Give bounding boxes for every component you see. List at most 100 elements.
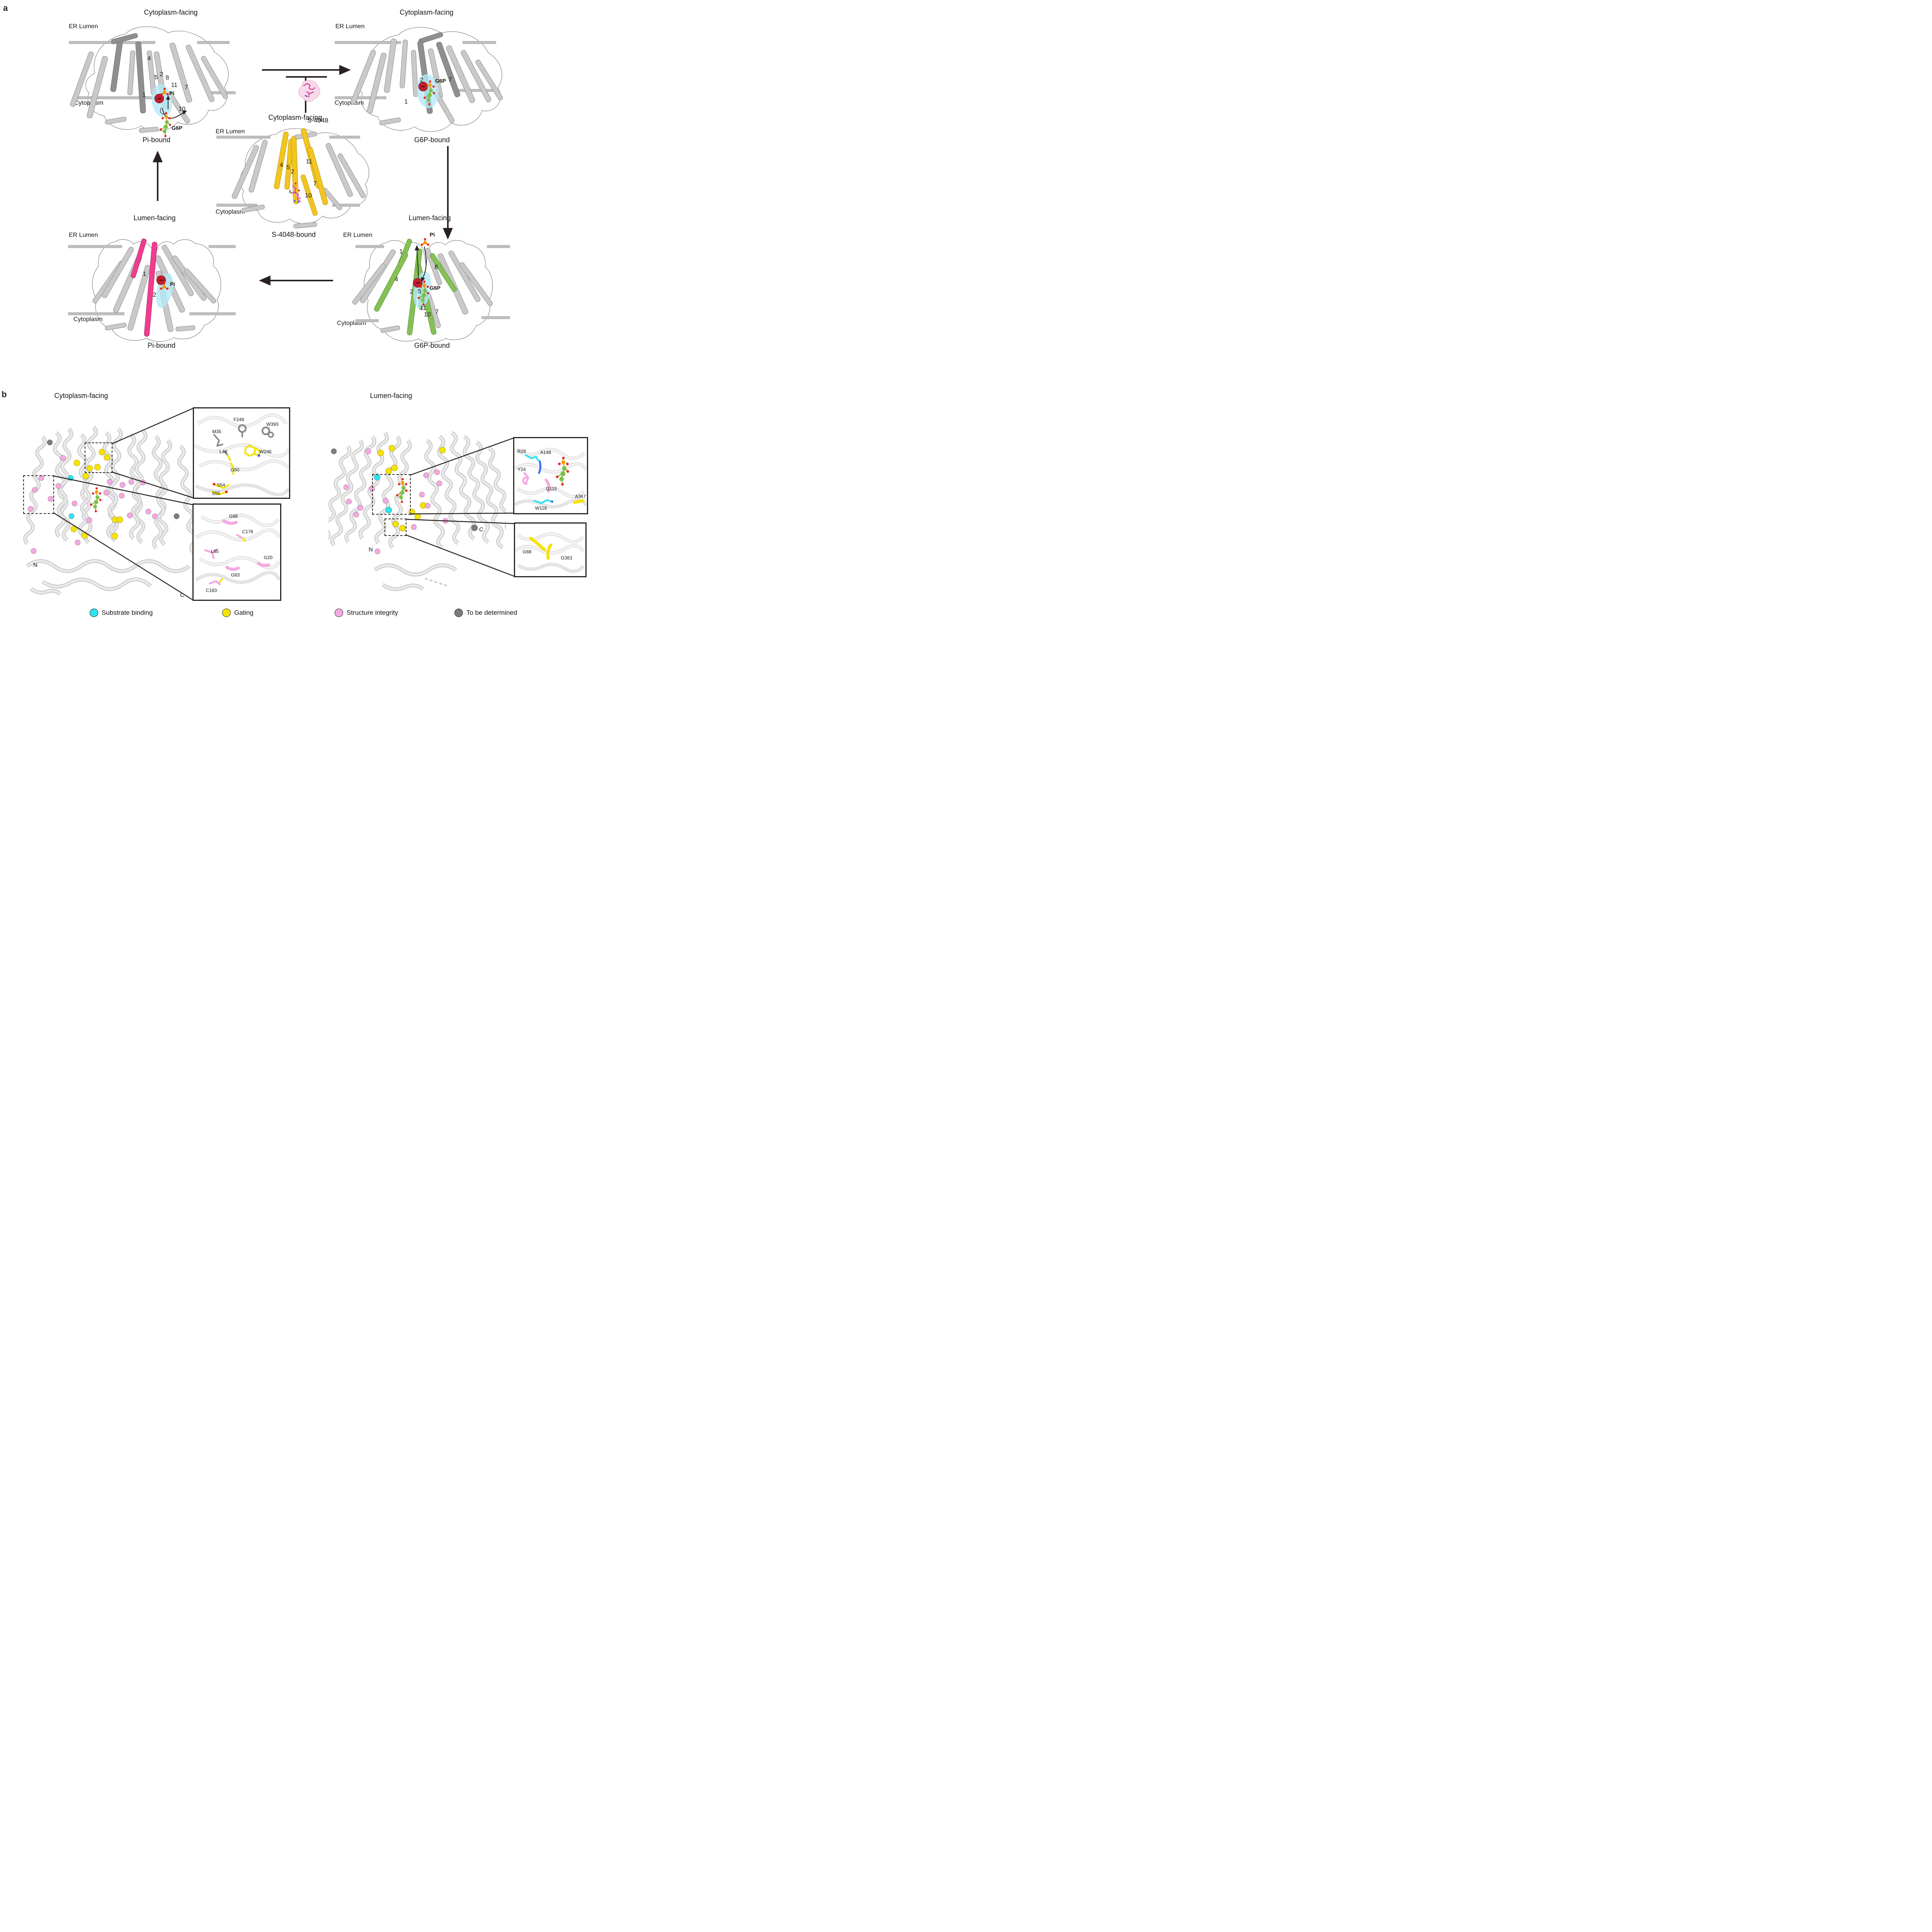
legend-label: Substrate binding	[102, 609, 153, 616]
residue-label: L49	[219, 449, 227, 454]
pi-path-arrow	[422, 246, 427, 279]
residue-label: G83	[231, 572, 240, 578]
panel-a-label: a	[3, 3, 8, 13]
residue-sticks	[529, 537, 552, 560]
state-tl-structure: 4 5 2 8 11 7 1 10 Pi G6P	[69, 26, 236, 138]
inset-coils	[194, 413, 289, 497]
pi-molecule	[420, 237, 430, 247]
figure-page: a b Cytoplasm-facing Cytoplasm-facing Cy…	[0, 0, 590, 618]
residue-sticks	[211, 424, 274, 495]
residue-label: S54	[217, 482, 225, 488]
s4048-ligand	[289, 182, 301, 203]
c-terminus-label: C	[180, 592, 184, 599]
g6p-molecule	[90, 487, 102, 513]
helix-number: 1	[405, 99, 408, 105]
cycle-arrow-left-head	[153, 151, 163, 162]
helix-number: 7	[313, 180, 317, 187]
structure-integrity-swatch-icon	[335, 609, 343, 617]
protein-outline	[85, 26, 229, 131]
inset-left-bottom-art: G88 C176 L85 G83 G20 C183	[195, 513, 280, 593]
er-lumen-label-bl: ER Lumen	[69, 232, 98, 238]
helix-number: 8	[166, 75, 169, 81]
cytoplasm-label-mid: Cytoplasm	[216, 209, 245, 215]
state-tr-structure: 1 2 7 G6P	[335, 27, 503, 132]
pi-label: Pi	[169, 90, 174, 96]
cycle-arrow-bottom-head	[259, 276, 270, 286]
inset-left-top-art: F249 W393 M35 L49 W246 G50 S54 S55	[194, 413, 289, 497]
helix-number: 11	[306, 158, 313, 165]
cytoplasm-label-tr: Cytoplasm	[335, 100, 364, 106]
g6p-label: G6P	[435, 78, 446, 84]
helix-number: 10	[424, 311, 431, 318]
residue-label: A367	[575, 494, 586, 499]
inset-coils	[514, 447, 587, 509]
inset-left-top: F249 W393 M35 L49 W246 G50 S54 S55	[193, 407, 290, 499]
residue-label: W246	[259, 449, 272, 454]
g6p-label: G6P	[430, 285, 440, 291]
cytoplasm-label-bl: Cytoplasm	[73, 316, 103, 323]
protein-outline	[359, 27, 502, 132]
membrane-bars	[335, 41, 496, 99]
zoom-box-right-bottom	[384, 519, 406, 536]
helix-number: 8	[435, 264, 438, 270]
state-br-structure: 1 8 4 2 5 11 10 7 Pi G6P	[352, 231, 510, 343]
state-br-title: Lumen-facing	[408, 214, 451, 222]
helix-number: 1	[143, 271, 146, 277]
gating-swatch-icon	[222, 609, 231, 617]
n-terminus-label: N	[369, 546, 373, 553]
to-be-determined-swatch-icon	[454, 609, 463, 617]
panelb-right-title: Lumen-facing	[370, 392, 412, 400]
residue-label: C183	[206, 588, 217, 593]
legend-label: Structure integrity	[347, 609, 398, 616]
helix-number: 2	[160, 71, 163, 78]
er-lumen-label-tl: ER Lumen	[69, 23, 98, 30]
residue-label: S55	[212, 491, 220, 496]
helix-number: 4	[280, 162, 283, 168]
state-mid-caption: S-4048-bound	[271, 231, 316, 238]
residue-label: A148	[540, 450, 551, 455]
helix-number: 10	[179, 106, 185, 112]
zoom-box-right-top	[372, 474, 411, 515]
state-tl-caption: Pi-bound	[142, 136, 171, 144]
s4048-molecule-blob	[298, 80, 320, 102]
helix-number: 11	[420, 305, 427, 311]
inset-right-bottom: G68 G363	[514, 522, 587, 577]
s4048-label: S-4048	[307, 117, 328, 124]
ribbon-strands	[328, 432, 506, 591]
residue-label: G115	[546, 486, 557, 492]
legend-structure-integrity: Structure integrity	[335, 609, 398, 617]
state-tl-title: Cytoplasm-facing	[144, 9, 198, 16]
residue-label: F249	[233, 417, 244, 422]
helix-number: 10	[305, 192, 312, 199]
helix-number: 2	[420, 77, 423, 83]
state-mid-structure: 4 5 2 11 7 10	[216, 128, 369, 229]
helix-number: 7	[435, 309, 439, 315]
pi-release-arrow	[417, 249, 419, 282]
residue-label: G20	[264, 555, 273, 560]
residue-sticks	[522, 454, 585, 504]
legend-label: To be determined	[466, 609, 517, 616]
inset-coils	[515, 532, 585, 573]
residue-label: C176	[242, 529, 253, 534]
state-tr-caption: G6P-bound	[414, 136, 450, 144]
helix-number: 11	[171, 82, 178, 88]
residue-label: G50	[231, 467, 240, 473]
state-bl-title: Lumen-facing	[133, 214, 176, 222]
state-mid-title: Cytoplasm-facing	[268, 114, 322, 121]
g6p-leader-line	[160, 107, 166, 115]
panel-b-label: b	[2, 389, 7, 399]
residue-label: R28	[517, 449, 526, 454]
substrate-binding-swatch-icon	[90, 609, 98, 617]
zoom-box-left-top	[85, 442, 112, 473]
residue-label: G68	[523, 549, 532, 554]
state-br-caption: G6P-bound	[414, 342, 450, 349]
membrane-bars	[68, 245, 236, 315]
er-lumen-label-mid: ER Lumen	[216, 128, 245, 135]
er-lumen-label-tr: ER Lumen	[335, 23, 365, 30]
helix-number: 4	[395, 276, 398, 283]
residue-label: M35	[212, 429, 221, 434]
residue-label: G363	[561, 555, 572, 561]
residue-label: L85	[211, 549, 219, 554]
helix-number: 2	[153, 292, 156, 298]
g6p-exit-arrowhead	[182, 110, 187, 115]
